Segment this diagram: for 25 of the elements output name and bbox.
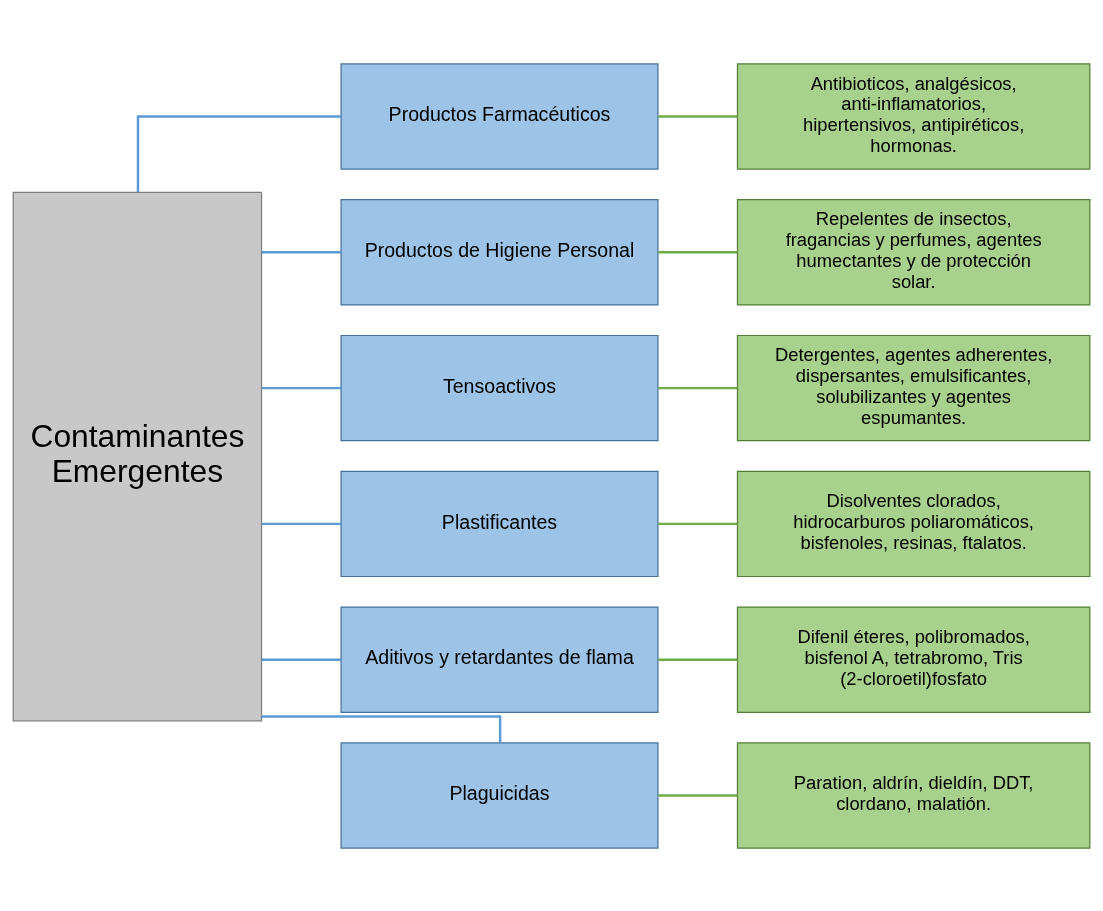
connector (658, 657, 738, 661)
connector (261, 714, 502, 743)
connector (658, 793, 738, 797)
connector (262, 657, 342, 661)
node-box: Difenil éteres, polibromados, bisfenol A, tetrabromo, Tris (2-cloroetil)fosfato (736, 606, 1091, 713)
connector (658, 114, 738, 118)
node-box: Aditivos y retardantes de flama (340, 606, 659, 713)
connector (262, 386, 342, 389)
connector (658, 250, 738, 254)
connector (136, 114, 341, 192)
node-box: Plastificantes (340, 470, 659, 577)
node-box: Productos de Higiene Personal (340, 198, 659, 306)
connector (262, 522, 342, 525)
connector (658, 386, 738, 389)
connector (262, 250, 342, 254)
node-box: Paration, aldrín, dieldín, DDT, clordano, malatión. (736, 741, 1091, 849)
node-box: Detergentes, agentes adherentes, dispersantes, emulsificantes, solubilizantes y agentes espumantes. (736, 334, 1091, 441)
node-box: Disolventes clorados, hidrocarburos poliaromáticos, bisfenoles, resinas, ftalatos. (736, 470, 1091, 577)
connector (658, 522, 738, 525)
node-box: Repelentes de insectos, fragancias y perfumes, agentes humectantes y de protección solar. (736, 198, 1091, 306)
node-box: Contaminantes Emergentes (12, 191, 263, 721)
node-box: Antibioticos, analgésicos, anti-inflamatorios, hipertensivos, antipiréticos, hormonas. (736, 62, 1091, 170)
node-box: Productos Farmacéuticos (340, 62, 659, 170)
node-box: Tensoactivos (340, 334, 659, 441)
node-box: Plaguicidas (340, 741, 659, 849)
